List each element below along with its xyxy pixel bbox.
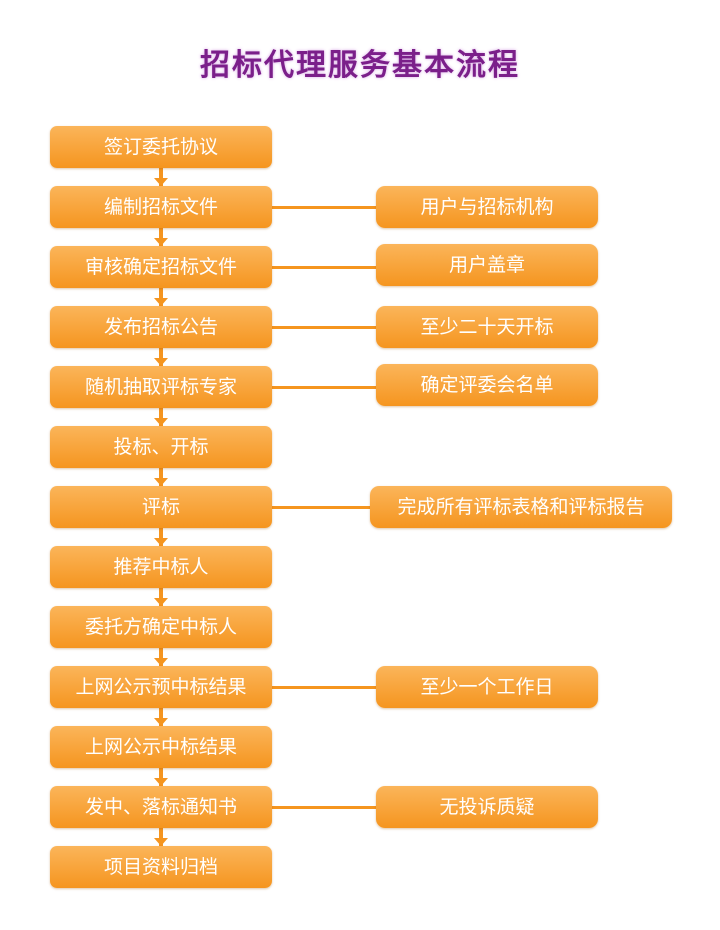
note-box: 完成所有评标表格和评标报告 (370, 486, 672, 528)
note-box: 无投诉质疑 (376, 786, 598, 828)
side-connector (272, 206, 376, 209)
note-box: 用户与招标机构 (376, 186, 598, 228)
page-title: 招标代理服务基本流程 (200, 48, 520, 83)
arrow-down-icon (154, 478, 168, 486)
note-box: 至少二十天开标 (376, 306, 598, 348)
arrow-down-icon (154, 838, 168, 846)
side-connector (272, 806, 376, 809)
arrow-down-icon (154, 718, 168, 726)
connector-line (159, 648, 163, 666)
side-connector (272, 686, 376, 689)
connector-line (159, 168, 163, 186)
side-connector (272, 266, 376, 269)
arrow-down-icon (154, 358, 168, 366)
note-box: 用户盖章 (376, 244, 598, 286)
connector-line (159, 708, 163, 726)
side-connector (272, 326, 376, 329)
connector-line (159, 468, 163, 486)
step-box: 发中、落标通知书 (50, 786, 272, 828)
arrow-down-icon (154, 298, 168, 306)
note-box: 确定评委会名单 (376, 364, 598, 406)
arrow-down-icon (154, 598, 168, 606)
connector-line (159, 348, 163, 366)
arrow-down-icon (154, 658, 168, 666)
step-box: 投标、开标 (50, 426, 272, 468)
connector-line (159, 228, 163, 246)
connector-line (159, 768, 163, 786)
side-connector (272, 506, 370, 509)
step-box: 审核确定招标文件 (50, 246, 272, 288)
connector-line (159, 288, 163, 306)
step-box: 签订委托协议 (50, 126, 272, 168)
connector-line (159, 528, 163, 546)
arrow-down-icon (154, 238, 168, 246)
step-box: 随机抽取评标专家 (50, 366, 272, 408)
step-box: 发布招标公告 (50, 306, 272, 348)
arrow-down-icon (154, 778, 168, 786)
connector-line (159, 828, 163, 846)
arrow-down-icon (154, 538, 168, 546)
step-box: 评标 (50, 486, 272, 528)
arrow-down-icon (154, 418, 168, 426)
step-box: 委托方确定中标人 (50, 606, 272, 648)
arrow-down-icon (154, 178, 168, 186)
side-connector (272, 386, 376, 389)
note-box: 至少一个工作日 (376, 666, 598, 708)
connector-line (159, 408, 163, 426)
step-box: 项目资料归档 (50, 846, 272, 888)
step-box: 编制招标文件 (50, 186, 272, 228)
step-box: 推荐中标人 (50, 546, 272, 588)
connector-line (159, 588, 163, 606)
step-box: 上网公示预中标结果 (50, 666, 272, 708)
step-box: 上网公示中标结果 (50, 726, 272, 768)
